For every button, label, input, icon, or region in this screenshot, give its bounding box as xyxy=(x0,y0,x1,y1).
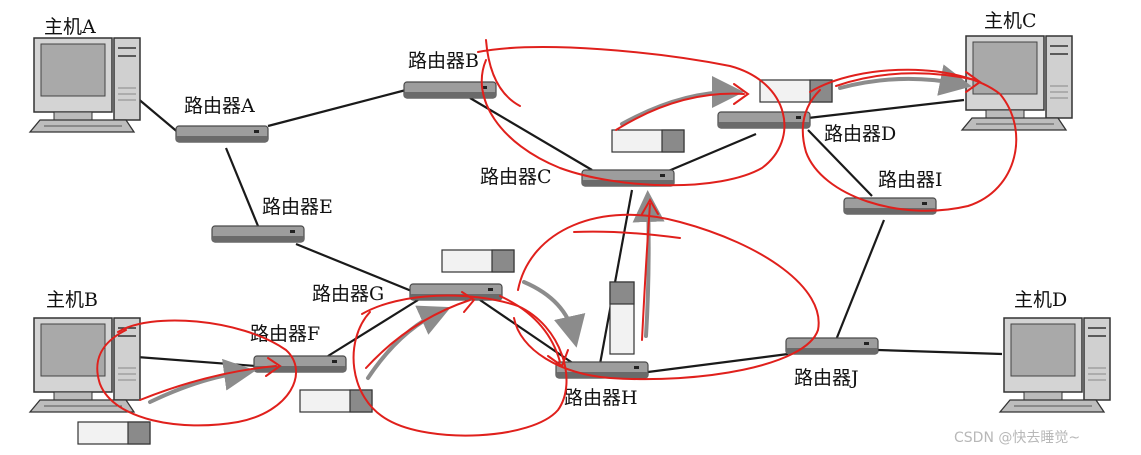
flow-arrow-c-to-d xyxy=(622,92,732,124)
router-a-label: 路由器A xyxy=(184,95,255,117)
host-d: 主机D xyxy=(1000,289,1110,412)
link-routerf-hostb xyxy=(124,356,256,366)
link-routerj-hostd xyxy=(878,350,1002,354)
router-f: 路由器F xyxy=(250,323,346,372)
watermark: CSDN @快去睡觉~ xyxy=(954,430,1080,446)
router-j-label: 路由器J xyxy=(794,367,859,389)
router-f-label: 路由器F xyxy=(250,323,320,345)
router-e: 路由器E xyxy=(212,196,333,242)
packet-near-host-b xyxy=(78,422,150,444)
router-i-label: 路由器I xyxy=(878,169,943,191)
router-d: 路由器D xyxy=(718,112,896,145)
router-e-label: 路由器E xyxy=(262,196,333,218)
host-a: 主机A xyxy=(30,16,140,132)
host-d-label: 主机D xyxy=(1014,289,1067,311)
packet-near-router-c xyxy=(612,130,684,152)
host-a-label: 主机A xyxy=(44,16,96,38)
host-b-label: 主机B xyxy=(46,289,98,311)
flow-arrow-b-to-f xyxy=(150,372,244,402)
router-h-label: 路由器H xyxy=(564,387,638,409)
router-j: 路由器J xyxy=(786,338,878,389)
router-a: 路由器A xyxy=(176,95,268,142)
host-b: 主机B xyxy=(30,289,140,412)
flow-arrow-f-to-g xyxy=(368,312,440,378)
link-routera-routere xyxy=(226,148,258,226)
router-b-label: 路由器B xyxy=(408,50,479,72)
red-circle-routerf-routerg xyxy=(354,296,567,436)
packet-vertical-h-to-c xyxy=(610,282,634,354)
router-g-label: 路由器G xyxy=(312,283,384,305)
packet-above-router-g xyxy=(442,250,514,272)
host-c: 主机C xyxy=(962,10,1072,130)
router-c-label: 路由器C xyxy=(480,166,552,188)
link-routera-routerb xyxy=(268,90,406,126)
host-c-label: 主机C xyxy=(984,10,1037,32)
link-routerd-hostc xyxy=(808,100,964,118)
flow-arrow-g-to-h xyxy=(524,282,574,336)
link-routeri-routerj xyxy=(836,220,884,340)
router-d-label: 路由器D xyxy=(824,123,896,145)
